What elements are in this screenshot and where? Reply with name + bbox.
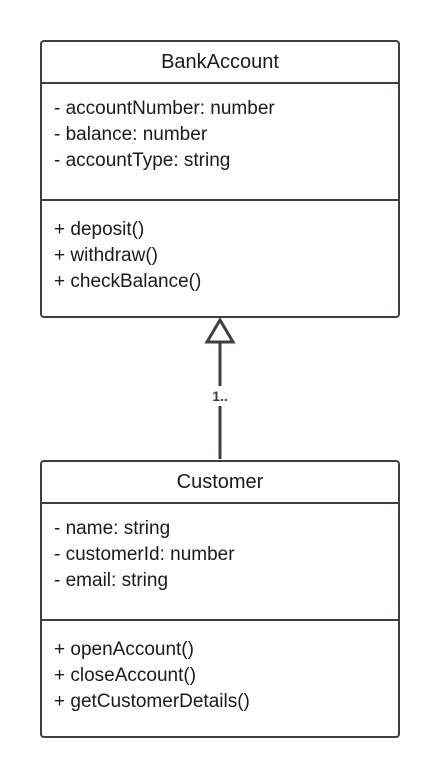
- method-row: + closeAccount(): [54, 665, 197, 686]
- class-name: Customer: [42, 462, 398, 504]
- attribute-row: - accountType: string: [54, 150, 231, 171]
- class-customer[interactable]: Customer - name: string - customerId: nu…: [40, 460, 400, 738]
- methods-section: + openAccount() + closeAccount() + getCu…: [42, 621, 398, 715]
- attribute-row: - name: string: [54, 518, 171, 539]
- attributes-section: - name: string - customerId: number - em…: [42, 504, 398, 621]
- method-row: + openAccount(): [54, 639, 194, 660]
- attribute-row: - accountNumber: number: [54, 98, 275, 119]
- class-name: BankAccount: [42, 42, 398, 84]
- multiplicity-label: 1..: [200, 386, 240, 406]
- attribute-row: - email: string: [54, 570, 169, 591]
- method-row: + withdraw(): [54, 245, 158, 266]
- method-row: + deposit(): [54, 219, 145, 240]
- methods-section: + deposit() + withdraw() + checkBalance(…: [42, 201, 398, 295]
- method-row: + checkBalance(): [54, 271, 202, 292]
- attribute-row: - customerId: number: [54, 544, 235, 565]
- method-row: + getCustomerDetails(): [54, 691, 250, 712]
- attributes-section: - accountNumber: number - balance: numbe…: [42, 84, 398, 201]
- class-bankaccount[interactable]: BankAccount - accountNumber: number - ba…: [40, 40, 400, 318]
- hollow-triangle-arrowhead-icon: [204, 317, 236, 344]
- attribute-row: - balance: number: [54, 124, 208, 145]
